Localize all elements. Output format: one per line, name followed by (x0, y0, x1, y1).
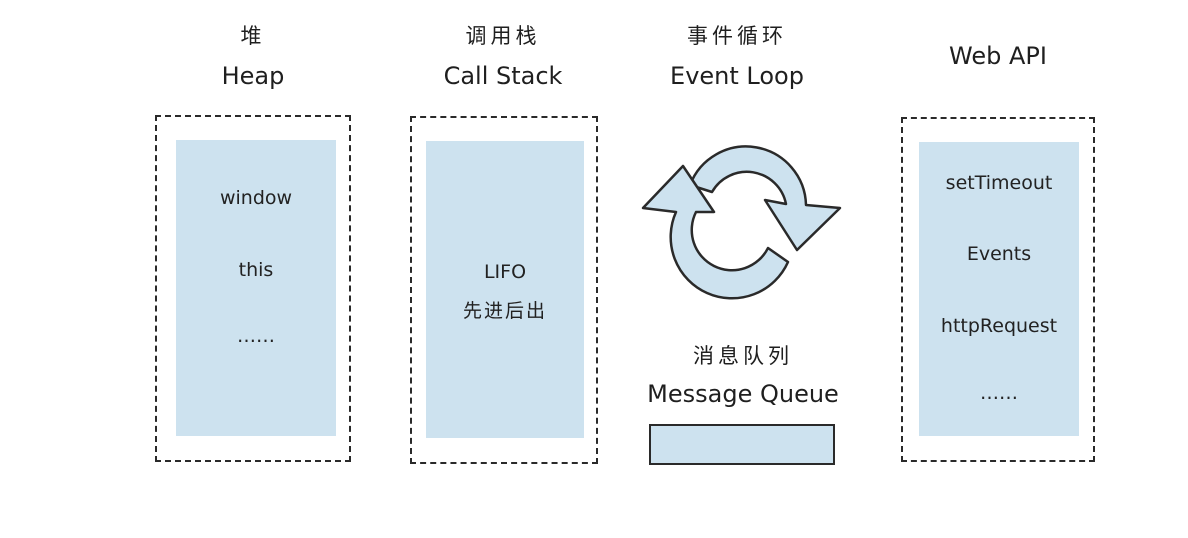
web-api-item-events: Events (966, 243, 1032, 265)
call-stack-box (410, 116, 598, 464)
call-stack-item-lifo: LIFO (483, 261, 527, 283)
message-queue-title-en: Message Queue (647, 380, 839, 408)
web-api-box (901, 117, 1095, 462)
heap-item-this: this (238, 259, 274, 281)
web-api-item-settimeout: setTimeout (945, 172, 1053, 194)
web-api-item-ellipsis: …… (980, 382, 1018, 404)
cycle-arrow-bottom (641, 164, 790, 300)
call-stack-title-zh: 调用栈 (465, 24, 541, 48)
heap-fill (176, 140, 336, 436)
web-api-fill (919, 142, 1079, 436)
heap-item-ellipsis: …… (237, 325, 275, 347)
call-stack-fill (426, 141, 584, 438)
call-stack-title-en: Call Stack (443, 62, 563, 90)
event-loop-title-zh: 事件循环 (687, 24, 787, 48)
heap-box (155, 115, 351, 462)
event-loop-title-en: Event Loop (670, 62, 804, 90)
heap-item-window: window (219, 187, 293, 209)
cycle-arrow-top (688, 145, 842, 252)
web-api-item-httprequest: httpRequest (940, 315, 1058, 337)
message-queue-bar (649, 424, 835, 465)
call-stack-item-first-in-last-out: 先进后出 (462, 300, 547, 322)
web-api-title: Web API (949, 42, 1047, 70)
heap-title-en: Heap (221, 62, 285, 90)
heap-title-zh: 堆 (240, 24, 266, 48)
message-queue-title-zh: 消息队列 (693, 344, 793, 368)
